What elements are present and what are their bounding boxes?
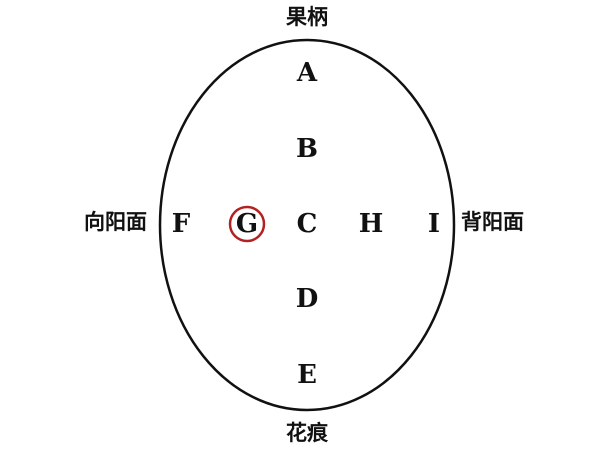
point-e-label: E [297, 360, 317, 390]
fruit-outline-ellipse [158, 38, 456, 412]
point-g-label: G [236, 209, 258, 239]
top-label-stem: 果柄 [286, 5, 328, 29]
point-i-label: I [428, 209, 440, 239]
point-a-label: A [296, 58, 318, 88]
highlight-circle [228, 205, 266, 243]
point-h-label: H [359, 209, 384, 239]
left-label-sunny-side: 向阳面 [84, 210, 147, 234]
point-c-label: C [297, 209, 318, 239]
right-label-shady-side: 背阳面 [461, 210, 524, 234]
point-b-label: B [296, 134, 318, 164]
bottom-label-blossom-end: 花痕 [286, 421, 329, 445]
point-f-label: F [172, 209, 191, 239]
point-d-label: D [296, 284, 319, 314]
